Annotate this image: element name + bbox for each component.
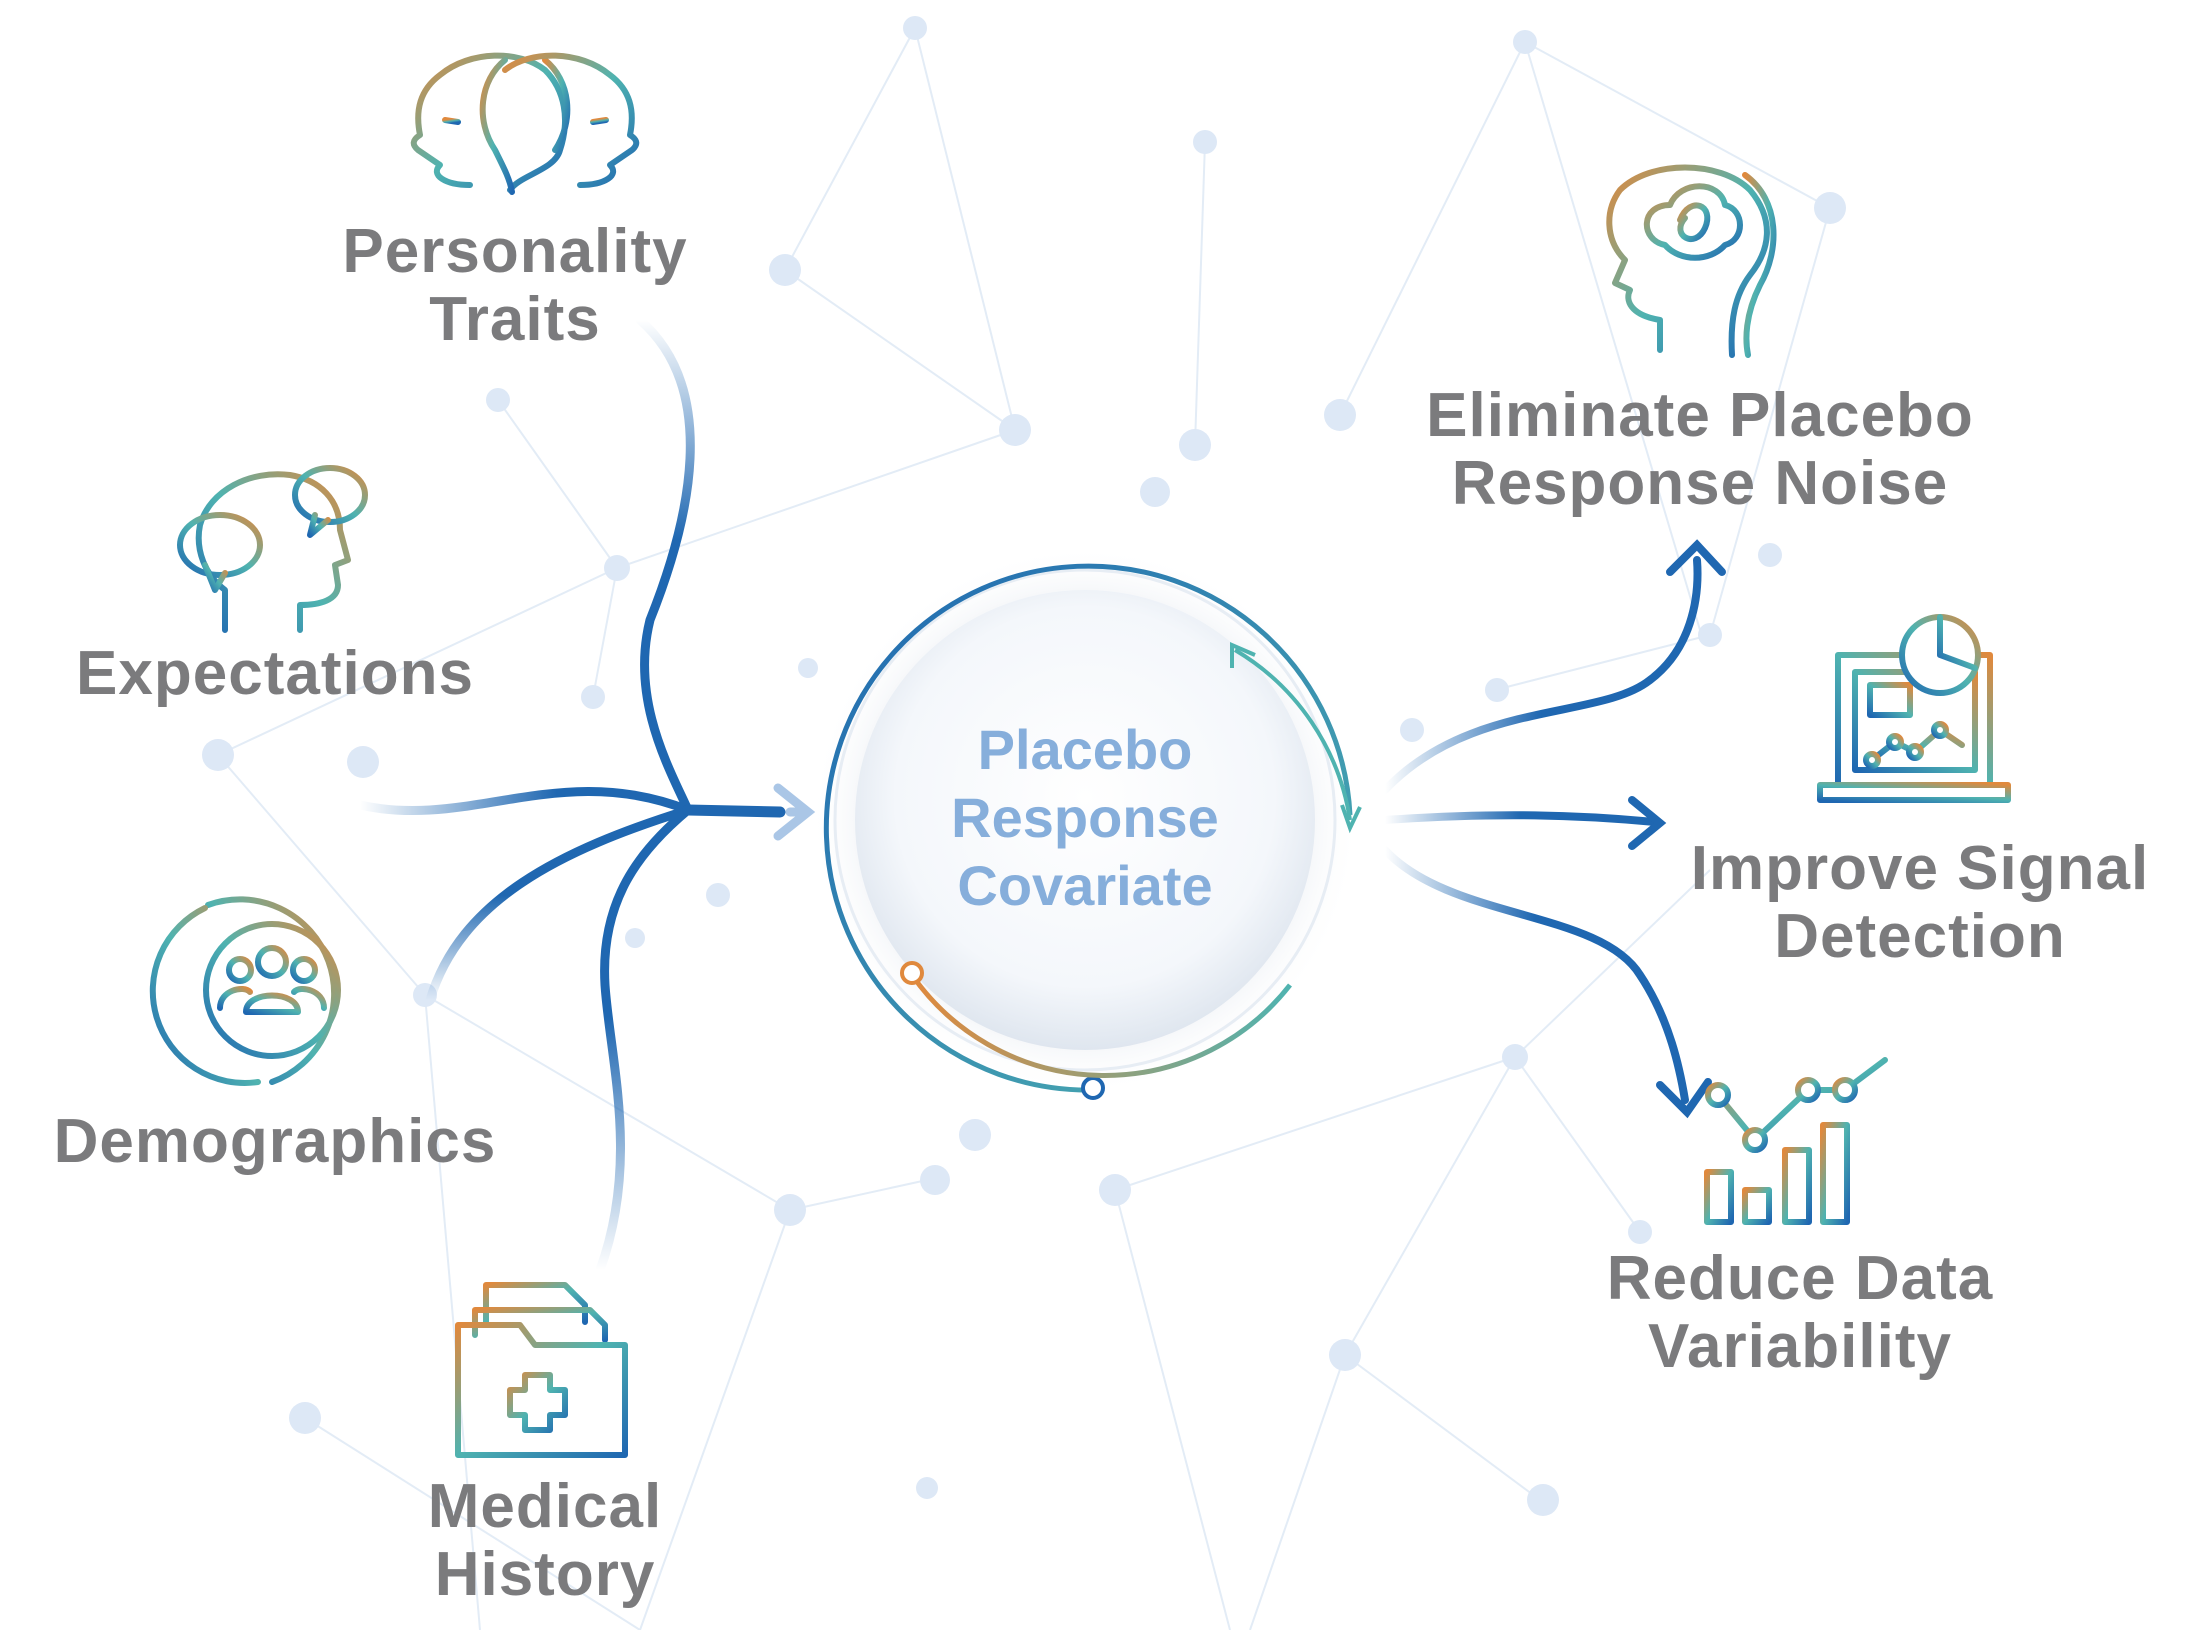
center-label-line: Placebo bbox=[977, 718, 1193, 781]
label-line: Reduce Data bbox=[1606, 1244, 1994, 1313]
flow-line-reduce bbox=[1381, 846, 1689, 1104]
label-line: Response Noise bbox=[1451, 449, 1949, 518]
label-line: Personality bbox=[342, 217, 688, 286]
flow-line-expectations bbox=[355, 787, 693, 816]
center-label-line: Response bbox=[951, 786, 1219, 849]
flow-arrow-faded bbox=[773, 783, 816, 841]
flow-line-improve bbox=[1381, 811, 1659, 826]
output-flow-lines bbox=[1381, 539, 1726, 1119]
label-improve-signal: Improve Signal Detection bbox=[1650, 835, 2190, 971]
input-flow-lines bbox=[355, 315, 816, 1275]
center-label-line: Covariate bbox=[957, 854, 1213, 917]
center-cycle-arrow bbox=[1233, 648, 1352, 821]
flow-line-merged bbox=[682, 804, 786, 818]
label-line: History bbox=[434, 1540, 656, 1609]
label-eliminate-noise: Eliminate Placebo Response Noise bbox=[1380, 382, 2020, 518]
center-ring-arc bbox=[823, 563, 1353, 1093]
label-line: Demographics bbox=[53, 1107, 497, 1176]
laptop-chart-icon bbox=[1817, 614, 2011, 803]
label-demographics: Demographics bbox=[30, 1108, 520, 1176]
network-background bbox=[217, 27, 1831, 1630]
label-personality-traits: Personality Traits bbox=[320, 218, 710, 354]
center-inner-arc bbox=[909, 973, 1292, 1078]
bar-line-chart-icon bbox=[1704, 1057, 1888, 1225]
label-line: Detection bbox=[1774, 902, 2066, 971]
flow-line-medical bbox=[595, 805, 693, 1275]
flow-line-eliminate bbox=[1381, 556, 1702, 794]
label-line: Medical bbox=[427, 1472, 663, 1541]
label-line: Expectations bbox=[76, 639, 474, 708]
center-node bbox=[810, 545, 1362, 1100]
flow-line-personality bbox=[635, 315, 695, 815]
center-label: Placebo Response Covariate bbox=[885, 716, 1285, 920]
label-line: Eliminate Placebo bbox=[1426, 381, 1974, 450]
two-heads-icon bbox=[410, 52, 640, 195]
head-speech-bubbles-icon bbox=[177, 465, 368, 633]
tangled-brain-head-icon bbox=[1606, 164, 1777, 358]
label-line: Improve Signal bbox=[1690, 834, 2150, 903]
label-line: Traits bbox=[429, 285, 601, 354]
flow-line-demographics bbox=[425, 805, 693, 1005]
people-group-ring-icon bbox=[149, 896, 363, 1086]
label-reduce-variability: Reduce Data Variability bbox=[1560, 1245, 2040, 1381]
label-medical-history: Medical History bbox=[400, 1473, 690, 1609]
label-line: Variability bbox=[1648, 1312, 1952, 1381]
medical-folder-icon bbox=[455, 1282, 628, 1458]
label-expectations: Expectations bbox=[50, 640, 500, 708]
